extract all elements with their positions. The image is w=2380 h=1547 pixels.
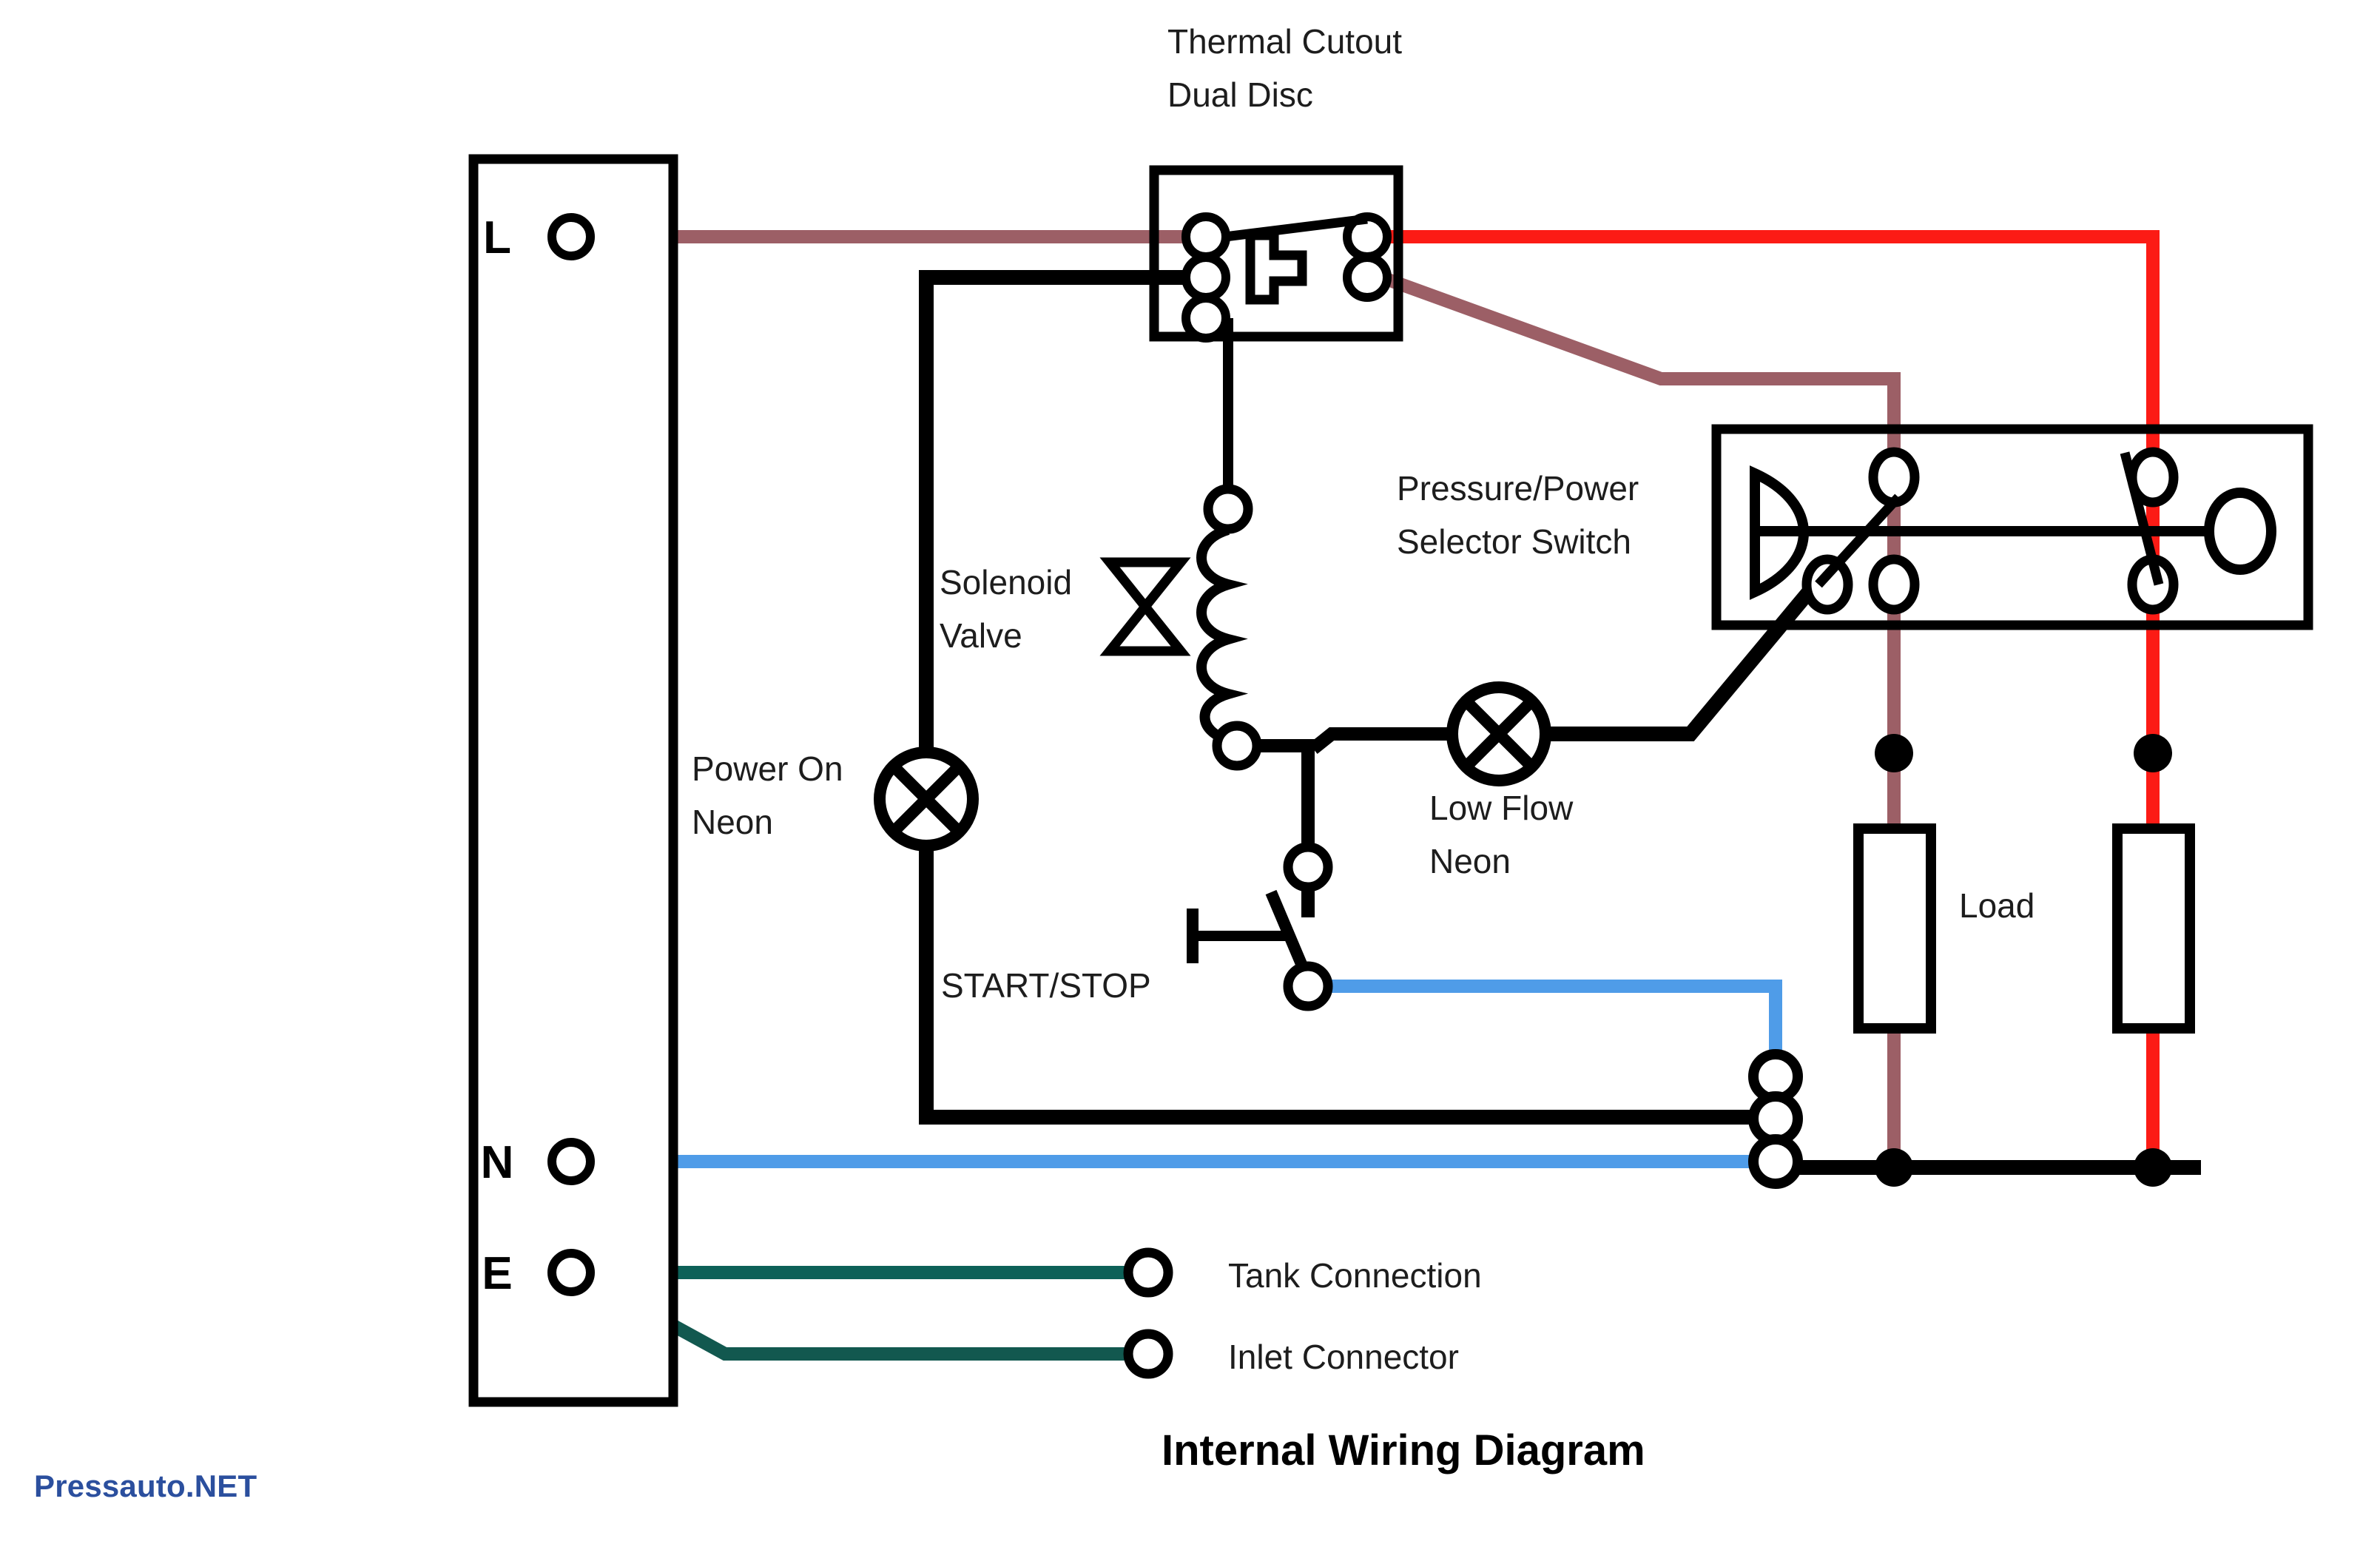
terminal-neutral-label: N: [481, 1137, 514, 1188]
terminal-live-label: L: [483, 212, 511, 263]
solenoid-terminal-bottom[interactable]: [1212, 721, 1262, 771]
page-title: Internal Wiring Diagram: [1162, 1426, 1645, 1474]
tank-connection-label: Tank Connection: [1228, 1256, 1482, 1295]
selector-blade-pole1: [1815, 493, 1902, 588]
thermal-cutout-terminal-left-2[interactable]: [1181, 253, 1230, 302]
thermal-cutout-terminal-left-1[interactable]: [1181, 212, 1230, 261]
start-stop-terminal-lower[interactable]: [1283, 961, 1333, 1011]
neutral-terminal-stack-3[interactable]: [1748, 1134, 1803, 1189]
junction-dot-left-load-top: [1875, 734, 1913, 772]
selector-terminal-pole1-lower[interactable]: [1868, 554, 1920, 615]
load-label: Load: [1959, 886, 2035, 925]
wire-black-to-low-flow-neon-left: [1309, 727, 1450, 755]
thermal-cutout-terminal-right-2[interactable]: [1343, 253, 1392, 302]
power-on-neon-cross-icon: [889, 762, 963, 836]
solenoid-terminal-top[interactable]: [1203, 484, 1253, 534]
load-left-resistor: [1853, 823, 1936, 1034]
watermark: Pressauto.NET: [34, 1469, 257, 1503]
load-right-resistor: [2112, 823, 2195, 1034]
junction-dot-right-load-bottom: [2134, 1148, 2172, 1187]
selector-terminal-pole1-aux[interactable]: [1801, 554, 1853, 615]
terminal-earth-label: E: [482, 1248, 512, 1299]
selector-terminal-pole1-upper[interactable]: [1868, 447, 1920, 508]
inlet-connector-label: Inlet Connector: [1228, 1338, 1459, 1376]
thermal-cutout-block: [1149, 165, 1403, 342]
pressure-switch-label-line2: Selector Switch: [1397, 522, 1631, 561]
power-on-neon-label-line2: Neon: [692, 803, 773, 841]
wire-black-low-flow-neon-to-selector: [1546, 587, 1815, 741]
solenoid-label-line1: Solenoid: [940, 563, 1072, 601]
solenoid-label-line2: Valve: [940, 616, 1022, 655]
wire-neutral-startstop-branch: [1302, 980, 1782, 1080]
junction-dot-right-load-top: [2134, 734, 2172, 772]
low-flow-neon-label-line1: Low Flow: [1429, 789, 1574, 827]
selector-blade-pole2: [2120, 451, 2164, 586]
solenoid-valve-body-icon: [1099, 557, 1191, 656]
selector-switch-knob-icon[interactable]: [2204, 488, 2276, 575]
low-flow-neon-cross-icon: [1462, 697, 1536, 771]
low-flow-neon-label-line2: Neon: [1429, 842, 1511, 880]
junction-dot-left-load-bottom: [1875, 1148, 1913, 1187]
thermal-cutout-bimetal-disc: [1245, 230, 1307, 305]
terminal-strip-enclosure: [468, 154, 678, 1407]
start-stop-label: START/STOP: [941, 966, 1151, 1005]
terminal-live[interactable]: [547, 213, 595, 260]
thermal-cutout-label-line2: Dual Disc: [1167, 75, 1313, 114]
wire-black-neutral-return-bus: [919, 270, 1768, 1125]
start-stop-terminal-upper[interactable]: [1283, 842, 1333, 892]
inlet-connector-terminal[interactable]: [1123, 1329, 1173, 1379]
thermal-cutout-terminal-left-3[interactable]: [1181, 294, 1230, 343]
wire-black-solenoid-bottom-stub: [1258, 739, 1315, 762]
terminal-neutral[interactable]: [547, 1138, 595, 1185]
solenoid-coil: [1196, 525, 1248, 745]
tank-connection-terminal[interactable]: [1123, 1247, 1173, 1298]
thermal-cutout-label-line1: Thermal Cutout: [1167, 22, 1402, 61]
power-on-neon-label-line1: Power On: [692, 749, 843, 788]
pressure-switch-label-line1: Pressure/Power: [1397, 469, 1639, 508]
pressure-power-selector-switch-block: [1711, 424, 2313, 630]
terminal-earth[interactable]: [547, 1249, 595, 1296]
